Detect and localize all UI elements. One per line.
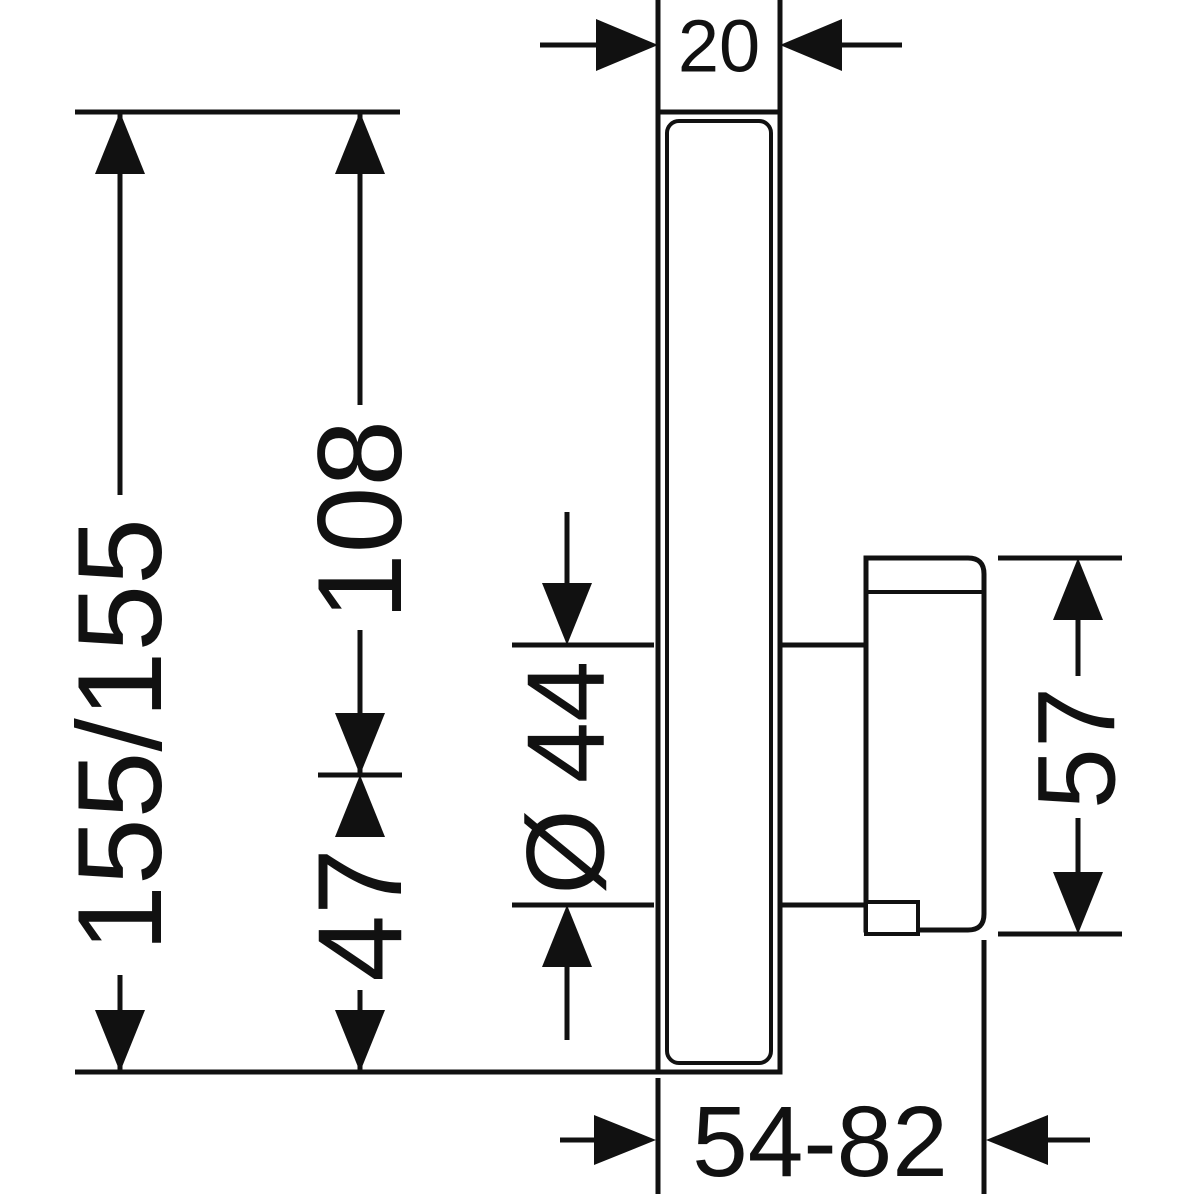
center-to-bottom-label: 47 bbox=[293, 848, 427, 981]
arrowhead-down bbox=[542, 583, 592, 645]
arrowhead-down bbox=[1053, 872, 1103, 934]
dimension-center-to-bottom: 47 bbox=[293, 772, 427, 1072]
arrowhead-up bbox=[95, 112, 145, 174]
dimension-top-to-center: 108 bbox=[293, 112, 427, 775]
valve-sleeve bbox=[777, 642, 871, 908]
overall-height-label: 155/155 bbox=[53, 518, 187, 952]
plate-width-label: 20 bbox=[678, 5, 760, 88]
depth-range-label: 54-82 bbox=[692, 1086, 948, 1198]
arrowhead-up bbox=[335, 775, 385, 837]
arrowhead-down bbox=[335, 1010, 385, 1072]
arrowhead-down bbox=[95, 1010, 145, 1072]
arrowhead-right bbox=[594, 1115, 656, 1165]
arrowhead-left bbox=[986, 1115, 1048, 1165]
arrowhead-up bbox=[335, 112, 385, 174]
handle-body bbox=[863, 555, 987, 933]
faceplate-inner-edge bbox=[665, 119, 773, 1065]
arrowhead-down bbox=[335, 713, 385, 775]
arrowhead-left bbox=[780, 19, 842, 71]
dimension-overall-height: 155/155 bbox=[53, 109, 658, 1075]
dimension-valve-diameter: 44 Ø bbox=[505, 512, 654, 1040]
handle-depth-label: 57 bbox=[1016, 687, 1139, 809]
diameter-symbol: Ø bbox=[505, 809, 628, 895]
dimension-depth-range: 54-82 bbox=[560, 940, 1090, 1198]
handle-tab bbox=[864, 900, 920, 936]
dimension-plate-width: 20 bbox=[540, 0, 902, 112]
arrowhead-right bbox=[596, 19, 658, 71]
dimension-handle-depth: 57 bbox=[998, 555, 1139, 937]
top-to-center-label: 108 bbox=[293, 420, 427, 620]
faceplate-outline bbox=[655, 109, 783, 1075]
arrowhead-up bbox=[542, 905, 592, 967]
product-outline-group bbox=[655, 109, 987, 1075]
arrowhead-up bbox=[1053, 558, 1103, 620]
valve-diameter-label: 44 bbox=[505, 661, 628, 783]
